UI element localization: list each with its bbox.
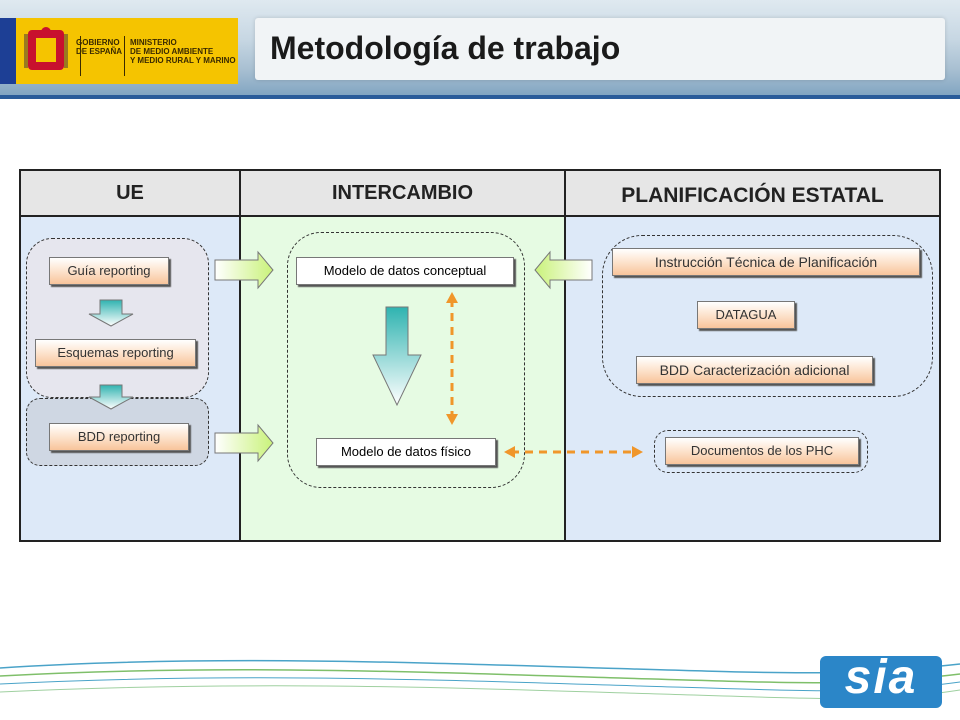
intercambio-group	[287, 232, 525, 488]
modelo-fisico-box: Modelo de datos físico	[316, 438, 496, 466]
title-box	[255, 18, 945, 80]
planificacion-header: PLANIFICACIÓN ESTATAL	[566, 171, 939, 217]
arrow-conceptual-to-fisico	[372, 306, 422, 407]
bdd-caracterizacion-box: BDD Caracterización adicional	[636, 356, 873, 384]
arrow-esquemas-to-bdd	[88, 384, 134, 410]
arrow-bdd-to-fisico	[214, 423, 274, 463]
logo-divider-2	[124, 36, 125, 76]
eu-flag-strip	[0, 18, 16, 84]
documentos-phc-box: Documentos de los PHC	[665, 437, 859, 465]
logo-divider	[80, 36, 81, 76]
bdd-reporting-box: BDD reporting	[49, 423, 189, 451]
sia-logo	[820, 656, 942, 708]
datagua-box: DATAGUA	[697, 301, 795, 329]
instruccion-tecnica-box: Instrucción Técnica de Planificación	[612, 248, 920, 276]
documentos-group	[654, 430, 868, 473]
sia-logo-text: sia	[844, 651, 918, 704]
divider-1	[239, 171, 241, 540]
ue-header: UE	[21, 171, 239, 217]
modelo-conceptual-box: Modelo de datos conceptual	[296, 257, 514, 285]
header-line	[0, 95, 960, 99]
intercambio-header: INTERCAMBIO	[241, 171, 564, 217]
esquemas-reporting-box: Esquemas reporting	[35, 339, 196, 367]
coat-of-arms-icon	[24, 27, 68, 70]
arrow-guia-to-conceptual	[214, 250, 274, 290]
planificacion-group	[602, 235, 933, 397]
arrow-guia-to-esquemas	[88, 299, 134, 327]
page-title: Metodología de trabajo	[270, 30, 621, 66]
guia-reporting-box: Guía reporting	[49, 257, 169, 285]
divider-2	[564, 171, 566, 540]
arrow-instruccion-to-conceptual	[534, 250, 593, 290]
